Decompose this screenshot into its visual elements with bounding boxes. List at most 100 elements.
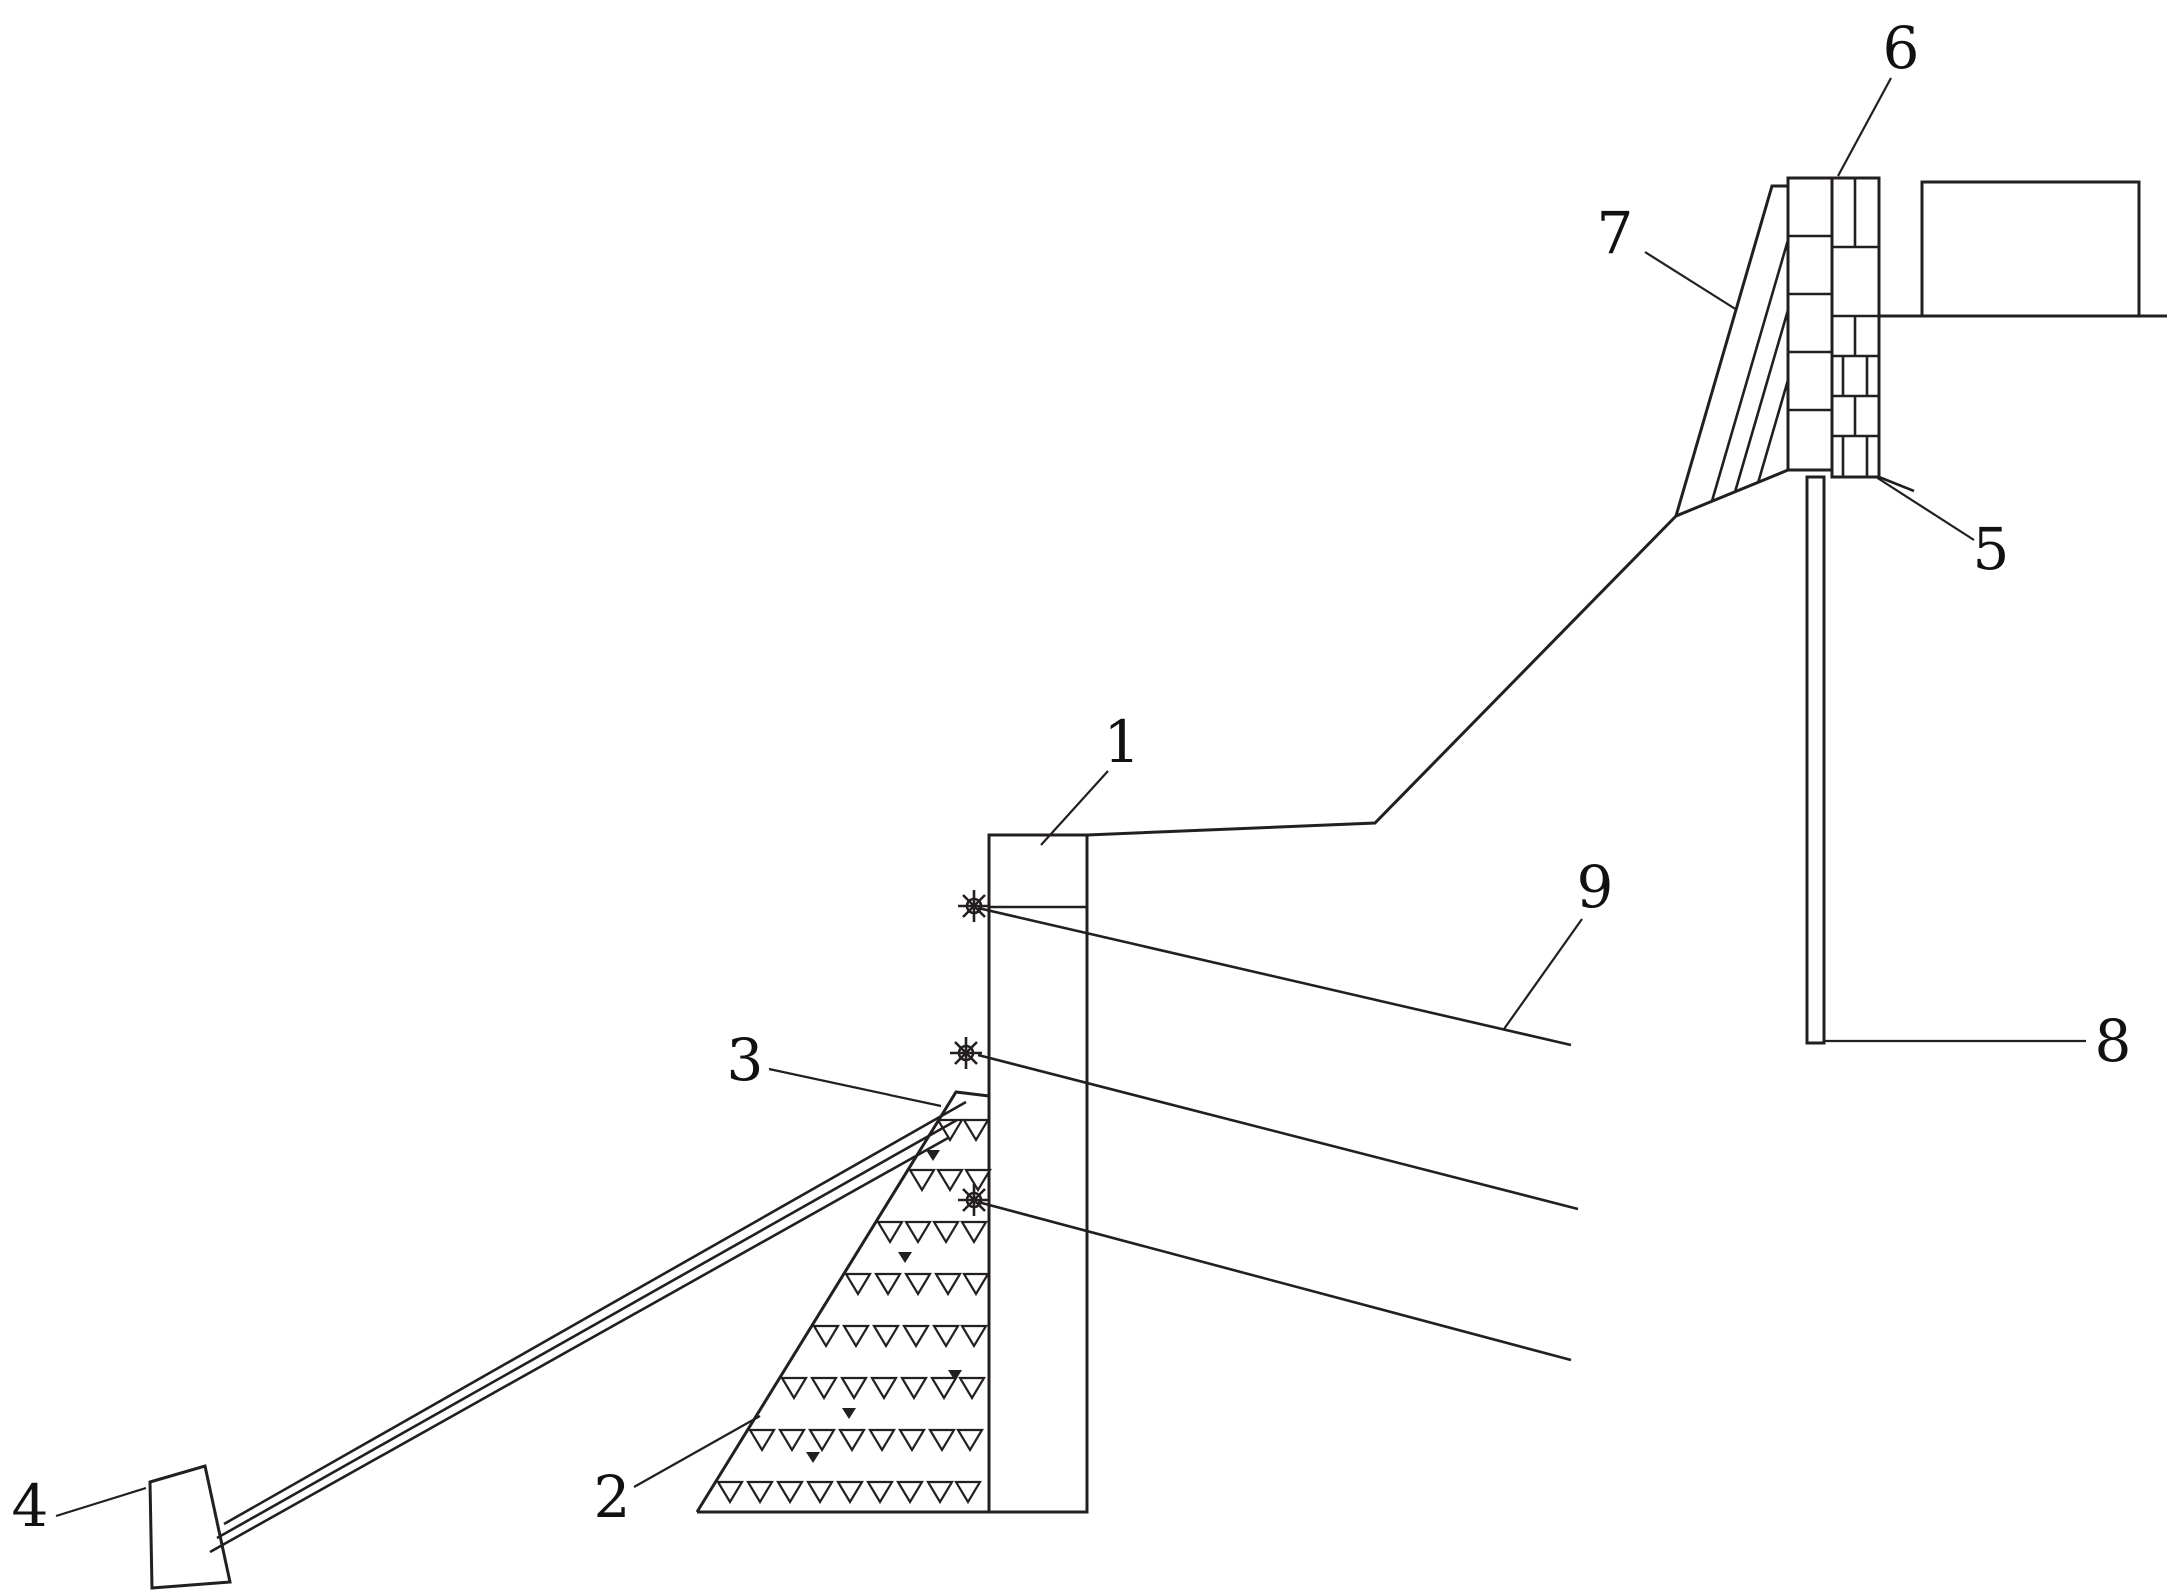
gravel-triangle <box>780 1376 808 1401</box>
gravel-triangle <box>842 1324 870 1349</box>
anchor-rods <box>948 888 1579 1362</box>
drain-pipe-line <box>223 1100 967 1526</box>
gravel-triangle <box>936 1168 964 1193</box>
gravel-triangle <box>908 1168 936 1193</box>
gravel-triangle <box>956 1428 984 1453</box>
gravel-fleck <box>948 1370 962 1381</box>
facing-hatch <box>1733 309 1790 493</box>
gravel-triangle <box>746 1480 774 1505</box>
leader-4 <box>55 1486 147 1518</box>
slope-facing <box>1673 184 1790 519</box>
gravel-triangle <box>716 1480 744 1505</box>
gravel-fleck <box>842 1408 856 1419</box>
wall-block-column <box>1786 176 1834 472</box>
building-outline <box>1920 180 2141 318</box>
gravel-triangle <box>960 1220 988 1245</box>
gravel-triangle <box>876 1220 904 1245</box>
gravel-fleck <box>806 1452 820 1463</box>
anchor-rod <box>977 906 1572 1047</box>
wall-outline <box>987 833 1089 1514</box>
gravel-drain-zone <box>695 1090 992 1513</box>
gravel-triangle <box>960 1324 988 1349</box>
wall-toe-line <box>1878 475 1915 493</box>
gravel-triangle <box>930 1376 958 1401</box>
drain-pipe-line <box>209 1136 949 1554</box>
slope-ground-line <box>1086 514 1678 837</box>
pile-outline <box>1805 475 1826 1045</box>
facing-outline <box>1673 184 1789 519</box>
gravel-triangle <box>962 1118 990 1143</box>
callout-5: 5 <box>1973 515 2010 583</box>
gravel-triangle <box>902 1324 930 1349</box>
callout-6: 6 <box>1883 14 1920 82</box>
leader-5 <box>1875 476 1975 541</box>
callout-leaders <box>55 77 2086 1518</box>
upper-retaining-wall <box>1786 176 1915 493</box>
gravel-triangle <box>958 1376 986 1401</box>
building-block <box>1920 180 2141 318</box>
leader-9 <box>1503 918 1583 1030</box>
drain-pipe-line <box>216 1118 958 1540</box>
anchor-head-icon <box>956 1182 992 1218</box>
facing-hatch <box>1710 239 1790 502</box>
gravel-triangle <box>932 1220 960 1245</box>
gravel-triangle <box>812 1324 840 1349</box>
gravel-triangle <box>840 1376 868 1401</box>
gravel-triangle <box>936 1118 964 1143</box>
gravel-triangle <box>778 1428 806 1453</box>
outlet-block <box>148 1464 232 1590</box>
gravel-fleck <box>898 1252 912 1263</box>
gravel-triangle <box>964 1168 992 1193</box>
leader-7 <box>1644 251 1738 311</box>
anchor-head-icon <box>956 888 992 924</box>
gravel-triangle <box>866 1480 894 1505</box>
leader-6 <box>1837 77 1892 177</box>
drain-pipes <box>209 1100 967 1554</box>
gravel-triangle <box>898 1428 926 1453</box>
gravel-triangle <box>896 1480 924 1505</box>
leader-2 <box>633 1415 761 1488</box>
leader-3 <box>768 1067 942 1108</box>
gravel-triangle <box>954 1480 982 1505</box>
anchor-head-icon <box>948 1035 984 1071</box>
gravel-fleck <box>926 1150 940 1161</box>
leader-1 <box>1040 770 1109 846</box>
facing-hatch <box>1756 379 1790 484</box>
gravel-triangle <box>928 1428 956 1453</box>
callout-4: 4 <box>12 1472 49 1540</box>
gravel-triangle <box>874 1272 902 1297</box>
callout-2: 2 <box>594 1463 631 1531</box>
gravel-triangle <box>748 1428 776 1453</box>
callout-1: 1 <box>1104 708 1141 776</box>
callout-9: 9 <box>1577 853 1614 921</box>
gravel-triangle <box>870 1376 898 1401</box>
anchor-rod <box>977 1053 1579 1211</box>
gravel-triangle <box>868 1428 896 1453</box>
callout-8: 8 <box>2095 1007 2132 1075</box>
gravel-triangle <box>962 1272 990 1297</box>
ground-lines <box>697 314 2167 1514</box>
gravel-triangle <box>838 1428 866 1453</box>
gravel-triangle <box>844 1272 872 1297</box>
callout-labels: 1 2 3 4 5 6 7 8 9 <box>12 14 2132 1540</box>
callout-3: 3 <box>727 1026 764 1094</box>
gravel-triangle <box>836 1480 864 1505</box>
callout-7: 7 <box>1597 199 1634 267</box>
anchor-rod <box>977 1200 1572 1362</box>
gravel-triangle <box>926 1480 954 1505</box>
gravel-triangle <box>934 1272 962 1297</box>
gravel-triangle <box>904 1272 932 1297</box>
gravel-triangle <box>872 1324 900 1349</box>
outlet-outline <box>148 1464 232 1590</box>
gravel-triangle <box>776 1480 804 1505</box>
foundation-pile <box>1805 475 1826 1045</box>
gravel-triangle <box>810 1376 838 1401</box>
gravel-wedge-outline <box>695 1090 990 1513</box>
gravel-triangle <box>904 1220 932 1245</box>
lower-retaining-wall <box>987 833 1089 1514</box>
gravel-triangle <box>806 1480 834 1505</box>
gravel-triangles <box>716 1118 992 1505</box>
gravel-triangle <box>808 1428 836 1453</box>
